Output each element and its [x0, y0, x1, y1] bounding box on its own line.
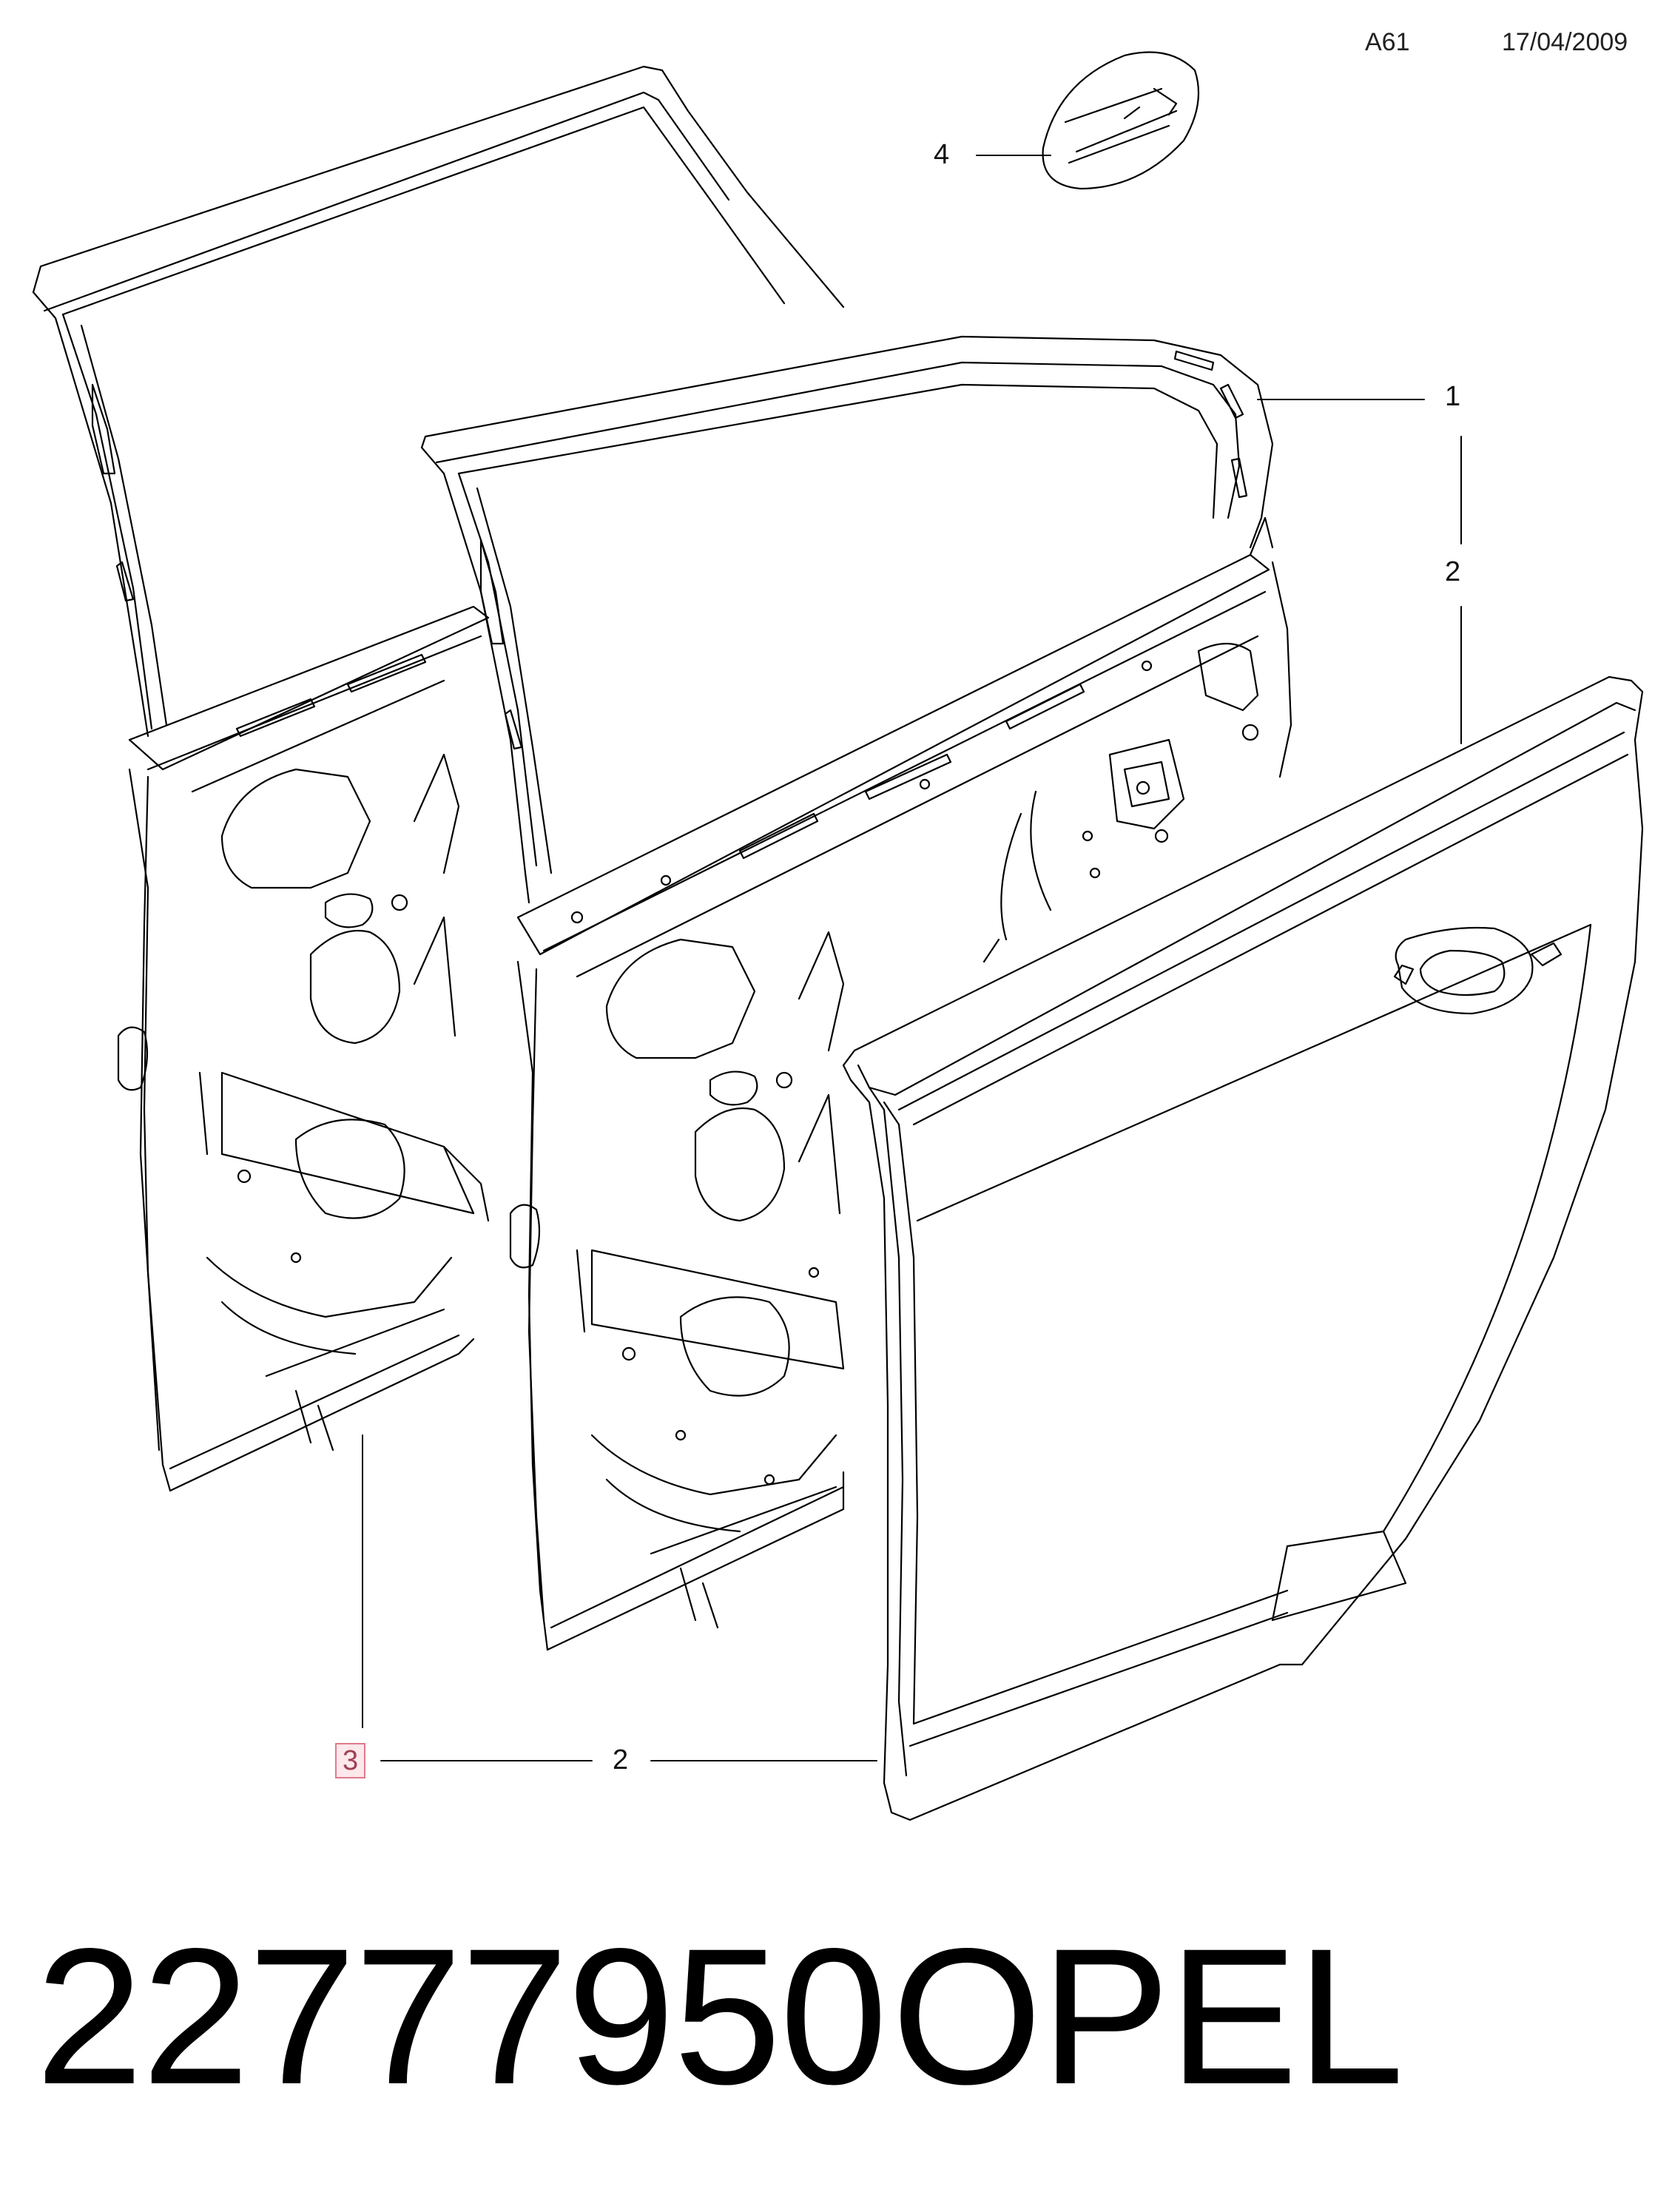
fuel-filler-flap [1042, 51, 1200, 190]
outer-door-skin [842, 675, 1644, 1821]
sheet-code: A61 [1365, 28, 1410, 56]
callout-2-lower: 2 [613, 1744, 629, 1776]
brand-name: OPEL [891, 1908, 1404, 2125]
leader-lines [362, 155, 1462, 1761]
callout-4: 4 [934, 139, 950, 170]
sheet-date: 17/04/2009 [1502, 28, 1628, 56]
door-frame-middle [420, 335, 1292, 1651]
callout-3: 3 [335, 1743, 366, 1778]
callout-2-upper: 2 [1445, 556, 1461, 587]
rear-door-frame [32, 65, 845, 1492]
callout-1: 1 [1445, 381, 1461, 412]
part-number: 22777950 [36, 1908, 888, 2125]
